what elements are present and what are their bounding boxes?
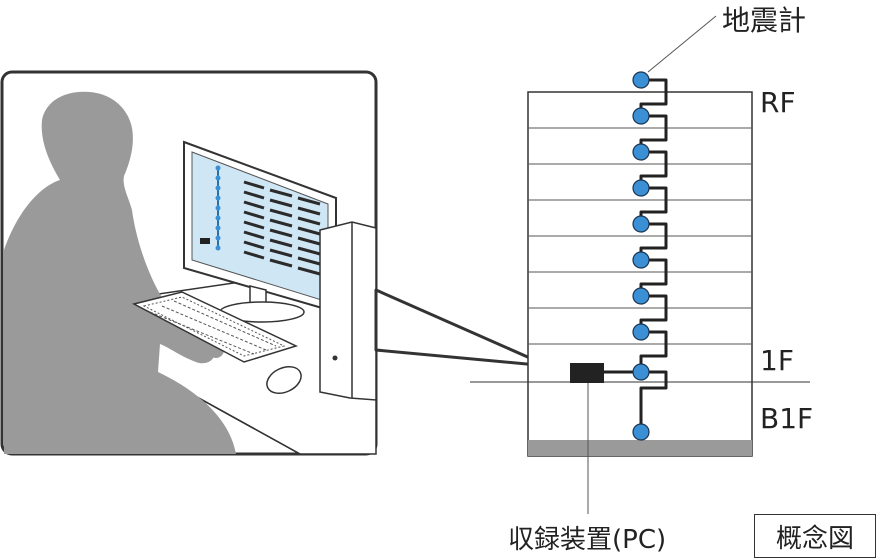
recorder-label: 収録装置(PC) [508, 525, 666, 555]
floor-lines [528, 127, 752, 345]
sensor-cable [639, 78, 668, 432]
seismometer-leader [647, 15, 717, 73]
seismometer-dot [632, 323, 650, 341]
seismometer-dot [632, 179, 650, 197]
seismometer-dot [632, 287, 650, 305]
1f-label: 1F [760, 344, 794, 377]
keyboard [131, 291, 299, 363]
concept-caption: 概念図 [754, 514, 876, 558]
seismometer-dot [632, 143, 650, 161]
seismometer-dot [632, 215, 650, 233]
seismometer-dot [632, 363, 650, 381]
seismometer-dot [632, 423, 650, 441]
seismometer-dot [632, 71, 650, 89]
mouse [266, 365, 302, 395]
recorder-box [570, 363, 604, 383]
person-silhouette [4, 91, 236, 454]
office-illustration [0, 70, 550, 456]
foundation [528, 440, 752, 456]
seismometer-label: 地震計 [722, 4, 806, 37]
rf-label: RF [760, 86, 796, 119]
seismometers [632, 71, 650, 441]
b1f-label: B1F [760, 402, 813, 435]
pc-tower [319, 221, 377, 401]
seismometer-dot [632, 107, 650, 125]
seismometer-dot [632, 251, 650, 269]
callout-wedge [374, 288, 550, 368]
